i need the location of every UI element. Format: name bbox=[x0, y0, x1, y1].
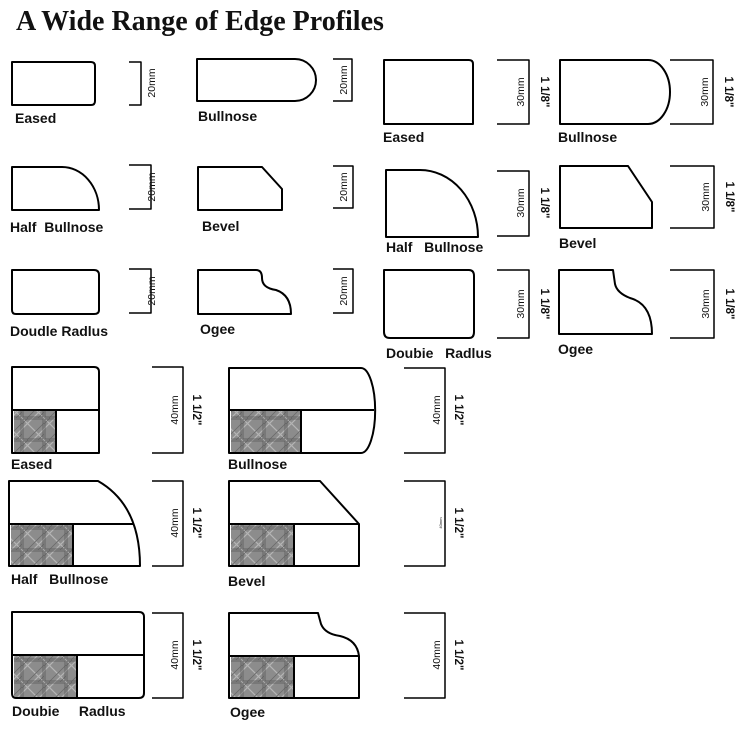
label-half-bullnose-20mm: Half Bullnose bbox=[10, 219, 104, 235]
dim-imperial-bullnose-40mm: 1 1/2" bbox=[452, 394, 464, 425]
label-ogee-30mm: Ogee bbox=[558, 341, 593, 357]
dim-imperial-bevel-30mm: 1 1/8" bbox=[723, 181, 735, 212]
dim-imperial-bevel-40mm: 1 1/2" bbox=[452, 507, 464, 538]
label-bullnose-40mm: Bullnose bbox=[228, 456, 287, 472]
double-radius-40mm-shape bbox=[11, 611, 145, 699]
dim-imperial-half-bullnose-40mm: 1 1/2" bbox=[190, 507, 202, 538]
bevel-20mm-shape bbox=[197, 166, 283, 211]
label-half-bullnose-40mm: Half Bullnose bbox=[11, 571, 108, 587]
half-bullnose-30mm-shape bbox=[385, 169, 479, 238]
dim-bevel-20mm: 20mm bbox=[338, 172, 350, 201]
label-ogee-40mm: Ogee bbox=[230, 704, 265, 720]
dim-imperial-ogee-40mm: 1 1/2" bbox=[452, 639, 464, 670]
dim-bullnose-40mm: 40mm bbox=[431, 395, 443, 424]
label-eased-20mm: Eased bbox=[15, 110, 56, 126]
dim-double-radius-30mm: 30mm bbox=[515, 289, 527, 318]
eased-30mm-shape bbox=[383, 59, 474, 125]
ogee-40mm-shape bbox=[228, 612, 360, 699]
dim-bullnose-20mm: 20mm bbox=[338, 65, 350, 94]
dim-imperial-bullnose-30mm: 1 1/8" bbox=[722, 76, 734, 107]
label-bevel-30mm: Bevel bbox=[559, 235, 596, 251]
label-bevel-20mm: Bevel bbox=[202, 218, 239, 234]
bullnose-20mm-shape bbox=[196, 58, 317, 102]
dim-imperial-ogee-30mm: 1 1/8" bbox=[723, 288, 735, 319]
dim-bevel-40mm: 40mm bbox=[438, 517, 443, 529]
double-radius-30mm-shape bbox=[383, 269, 475, 339]
ogee-30mm-shape bbox=[558, 269, 653, 335]
label-double-radius-20mm: Doudle Radlus bbox=[10, 323, 108, 339]
label-double-radius-40mm: Doubie Radlus bbox=[12, 703, 126, 719]
dim-ogee-30mm: 30mm bbox=[700, 289, 712, 318]
bevel-40mm-shape bbox=[228, 480, 360, 567]
dim-bullnose-30mm: 30mm bbox=[699, 77, 711, 106]
dim-eased-40mm: 40mm bbox=[169, 395, 181, 424]
dim-ogee-20mm: 20mm bbox=[338, 276, 350, 305]
half-bullnose-40mm-shape bbox=[8, 480, 141, 567]
label-bevel-40mm: Bevel bbox=[228, 573, 265, 589]
label-eased-30mm: Eased bbox=[383, 129, 424, 145]
dim-half-bullnose-20mm: 20mm bbox=[146, 172, 158, 201]
dim-imperial-eased-40mm: 1 1/2" bbox=[190, 394, 202, 425]
label-bullnose-30mm: Bullnose bbox=[558, 129, 617, 145]
eased-40mm-shape bbox=[11, 366, 100, 454]
bevel-30mm-shape bbox=[559, 165, 653, 229]
dim-imperial-double-radius-40mm: 1 1/2" bbox=[190, 639, 202, 670]
label-bullnose-20mm: Bullnose bbox=[198, 108, 257, 124]
half-bullnose-20mm-shape bbox=[11, 166, 100, 211]
dim-imperial-half-bullnose-30mm: 1 1/8" bbox=[538, 187, 550, 218]
ogee-20mm-shape bbox=[197, 269, 292, 315]
dim-half-bullnose-30mm: 30mm bbox=[515, 188, 527, 217]
double-radius-20mm-shape bbox=[11, 269, 100, 315]
label-eased-40mm: Eased bbox=[11, 456, 52, 472]
dim-half-bullnose-40mm: 40mm bbox=[169, 508, 181, 537]
page-title: A Wide Range of Edge Profiles bbox=[16, 6, 384, 37]
dim-ogee-40mm: 40mm bbox=[431, 640, 443, 669]
label-double-radius-30mm: Doubie Radlus bbox=[386, 345, 492, 361]
bullnose-30mm-shape bbox=[559, 59, 671, 125]
eased-20mm-shape bbox=[11, 61, 96, 106]
dim-double-radius-40mm: 40mm bbox=[169, 640, 181, 669]
dim-bevel-30mm: 30mm bbox=[700, 182, 712, 211]
label-half-bullnose-30mm: Half Bullnose bbox=[386, 239, 483, 255]
dimension-brackets bbox=[129, 58, 715, 699]
dim-eased-20mm: 20mm bbox=[146, 68, 158, 97]
label-ogee-20mm: Ogee bbox=[200, 321, 235, 337]
dim-eased-30mm: 30mm bbox=[515, 77, 527, 106]
bullnose-40mm-shape bbox=[228, 367, 377, 454]
dim-double-radius-20mm: 20mm bbox=[146, 276, 158, 305]
dim-imperial-eased-30mm: 1 1/8" bbox=[538, 76, 550, 107]
dim-imperial-double-radius-30mm: 1 1/8" bbox=[538, 288, 550, 319]
